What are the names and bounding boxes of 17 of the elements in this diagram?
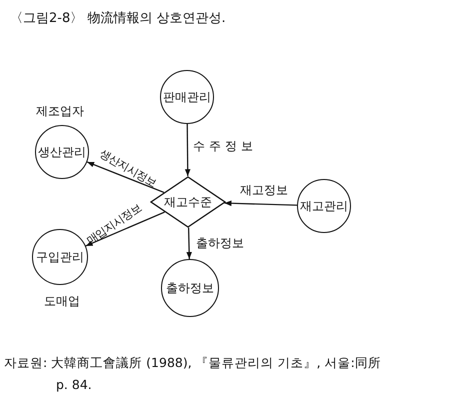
node-caption: 제조업자	[36, 104, 84, 118]
process-circle: 생산관리	[35, 125, 89, 179]
arrow	[186, 228, 192, 260]
arrow	[86, 161, 164, 194]
node-caption: 도매업	[44, 294, 80, 308]
arrow	[85, 211, 165, 246]
arrow	[184, 124, 190, 176]
title: 〈그림2-8〉 物流情報의 상호연관성.	[10, 12, 226, 26]
process-circle: 판매관리	[160, 70, 214, 124]
process-circle: 재고관리	[297, 179, 351, 233]
edge-label: 수주정보	[193, 139, 257, 153]
source-note: 자료원: 大韓商工會議所 (1988), 『물류관리의 기초』, 서울:同所 p. 84.	[4, 354, 382, 394]
edge-label: 재고정보	[240, 183, 288, 197]
edge-label: 출하정보	[196, 236, 244, 250]
arrow	[224, 200, 298, 206]
process-circle: 출하정보	[161, 259, 219, 317]
process-circle: 구입관리	[32, 229, 88, 285]
